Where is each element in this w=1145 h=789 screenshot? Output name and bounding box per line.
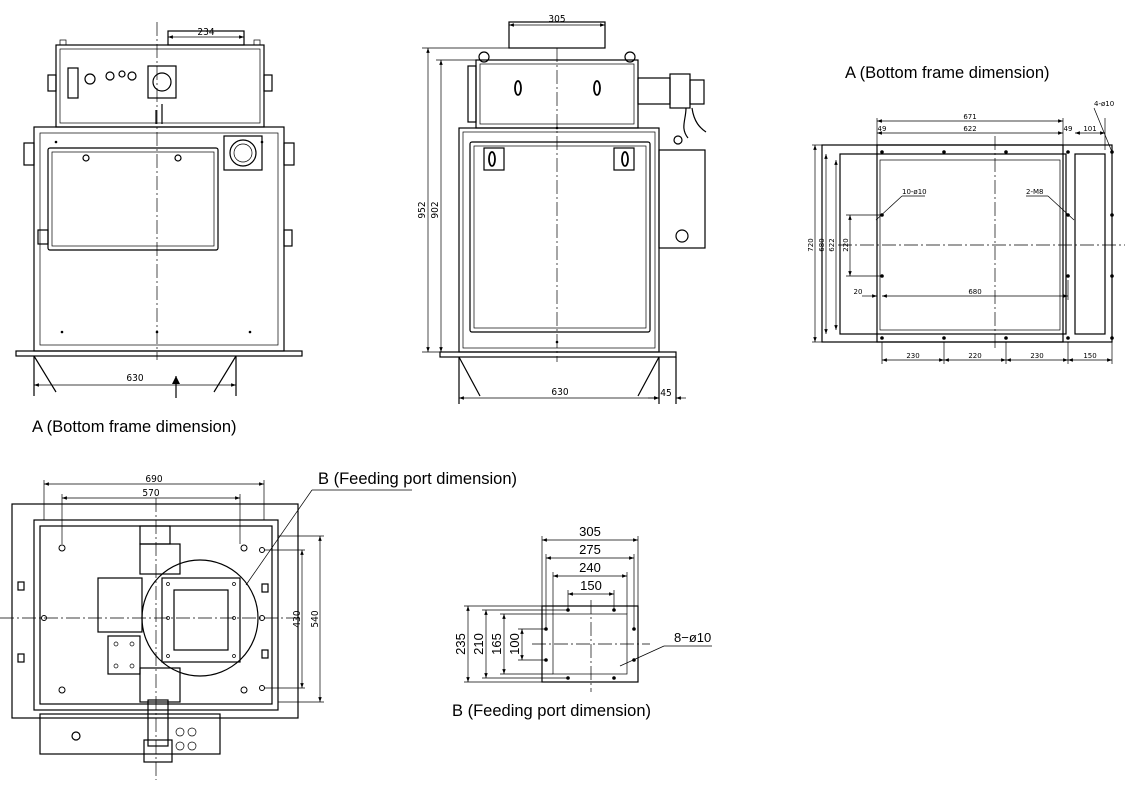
bf-hole-span: 680	[968, 288, 981, 296]
fp-w305: 305	[579, 524, 601, 539]
fp-h100: 100	[507, 633, 522, 655]
side-top-port-dim: 305	[548, 14, 565, 25]
front-base-plate	[15, 350, 303, 357]
feeding-port-detail: 305 275 240 150 235 210 165 100 8−ø10	[453, 524, 712, 692]
top-view-height-430: 430	[292, 610, 303, 627]
fp-h210: 210	[471, 633, 486, 655]
fp-w150: 150	[580, 578, 602, 593]
feeding-port-caption: B (Feeding port dimension)	[452, 702, 651, 720]
bf-side-width: 101	[1083, 125, 1096, 133]
bf-hole-spacing-v: 220	[842, 238, 850, 251]
side-window	[469, 141, 651, 333]
fp-holes: 8−ø10	[674, 630, 711, 645]
top-view-flange	[11, 503, 299, 719]
front-view-caption: A (Bottom frame dimension)	[32, 418, 237, 436]
front-junction-box	[147, 65, 177, 99]
bf-holes-label: 10-ø10	[902, 188, 927, 196]
fp-w275: 275	[579, 542, 601, 557]
front-view: 234	[15, 22, 303, 398]
side-top-port	[508, 21, 606, 49]
bottom-frame-outer	[821, 144, 1113, 343]
front-base-dim: 630	[126, 373, 143, 384]
bf-corner-holes: 4-ø10	[1094, 100, 1114, 108]
bf-left-margin: 49	[878, 125, 887, 133]
bf-left-offset: 20	[854, 288, 863, 296]
bf-overall-height: 720	[807, 238, 815, 251]
front-window	[47, 147, 219, 251]
side-base-dim: 630	[551, 387, 568, 398]
fp-h235: 235	[453, 633, 468, 655]
top-view-outer-width: 690	[145, 474, 162, 485]
side-body-height: 902	[430, 201, 441, 218]
bf-right-margin: 49	[1064, 125, 1073, 133]
bottom-frame-caption: A (Bottom frame dimension)	[845, 64, 1050, 82]
bf-bottom-seg-2: 220	[968, 352, 981, 360]
front-top-port-dim: 234	[197, 27, 214, 38]
top-view: 690 570 430 540	[0, 474, 412, 780]
top-view-inner-width: 570	[142, 488, 159, 499]
bf-bottom-seg-4: 150	[1083, 352, 1096, 360]
side-overall-height: 952	[417, 201, 428, 218]
bf-bottom-seg-1: 230	[906, 352, 919, 360]
bf-height-680: 680	[818, 238, 826, 251]
front-main-body	[33, 126, 285, 352]
bf-height-622: 622	[828, 238, 836, 251]
fp-h165: 165	[489, 633, 504, 655]
top-view-height-540: 540	[310, 610, 321, 627]
top-view-feed-port	[161, 577, 241, 663]
top-view-caption: B (Feeding port dimension)	[318, 470, 517, 488]
bf-inner-width: 622	[963, 125, 976, 133]
bf-overall-width: 671	[963, 113, 976, 121]
side-base-offset: 45	[660, 388, 671, 399]
bf-bottom-seg-3: 230	[1030, 352, 1043, 360]
bf-thread-label: 2-M8	[1026, 188, 1043, 196]
fp-w240: 240	[579, 560, 601, 575]
bottom-frame-plan: 671 622 49 49 101 4-ø10 10-ø10 2-M8 720 …	[807, 100, 1125, 364]
side-view: 305 63	[417, 14, 707, 404]
